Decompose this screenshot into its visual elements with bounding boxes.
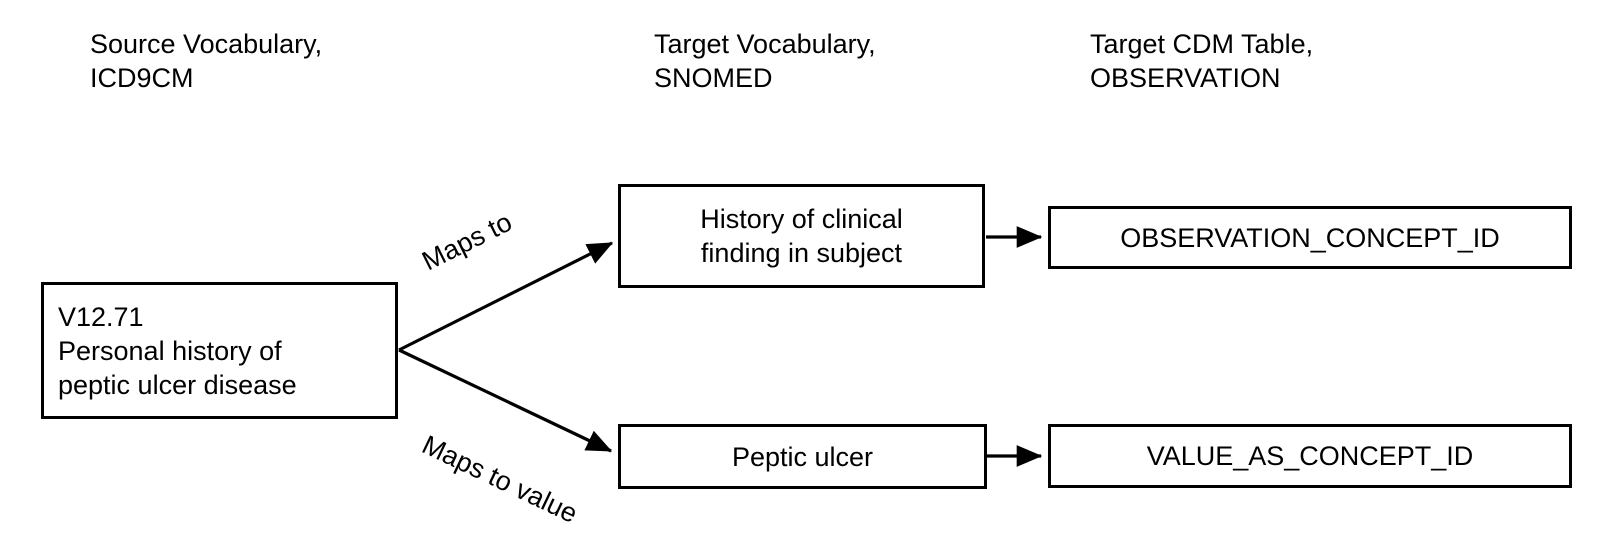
node-target-history-of-clinical-finding[interactable]: History of clinical finding in subject [618, 184, 985, 288]
column-header-source-vocabulary: Source Vocabulary, ICD9CM [90, 29, 323, 93]
node-target-peptic-ulcer-label: Peptic ulcer [731, 441, 874, 472]
edge-label-maps-to: Maps to [417, 206, 517, 277]
node-target-history-of-clinical-finding-label: History of clinical finding in subject [700, 204, 903, 268]
node-observation-concept-id-label: OBSERVATION_CONCEPT_ID [1120, 222, 1500, 253]
node-target-peptic-ulcer[interactable]: Peptic ulcer [618, 424, 987, 489]
node-observation-concept-id[interactable]: OBSERVATION_CONCEPT_ID [1048, 206, 1572, 269]
edge-label-maps-to-value: Maps to value [417, 429, 583, 529]
node-value-as-concept-id[interactable]: VALUE_AS_CONCEPT_ID [1048, 424, 1572, 488]
column-header-target-cdm-table: Target CDM Table, OBSERVATION [1090, 29, 1314, 93]
node-source-concept[interactable]: V12.71 Personal history of peptic ulcer … [41, 282, 398, 419]
node-value-as-concept-id-label: VALUE_AS_CONCEPT_ID [1146, 441, 1474, 471]
node-source-concept-label: V12.71 Personal history of peptic ulcer … [58, 301, 297, 400]
column-header-target-vocabulary: Target Vocabulary, SNOMED [654, 29, 876, 93]
